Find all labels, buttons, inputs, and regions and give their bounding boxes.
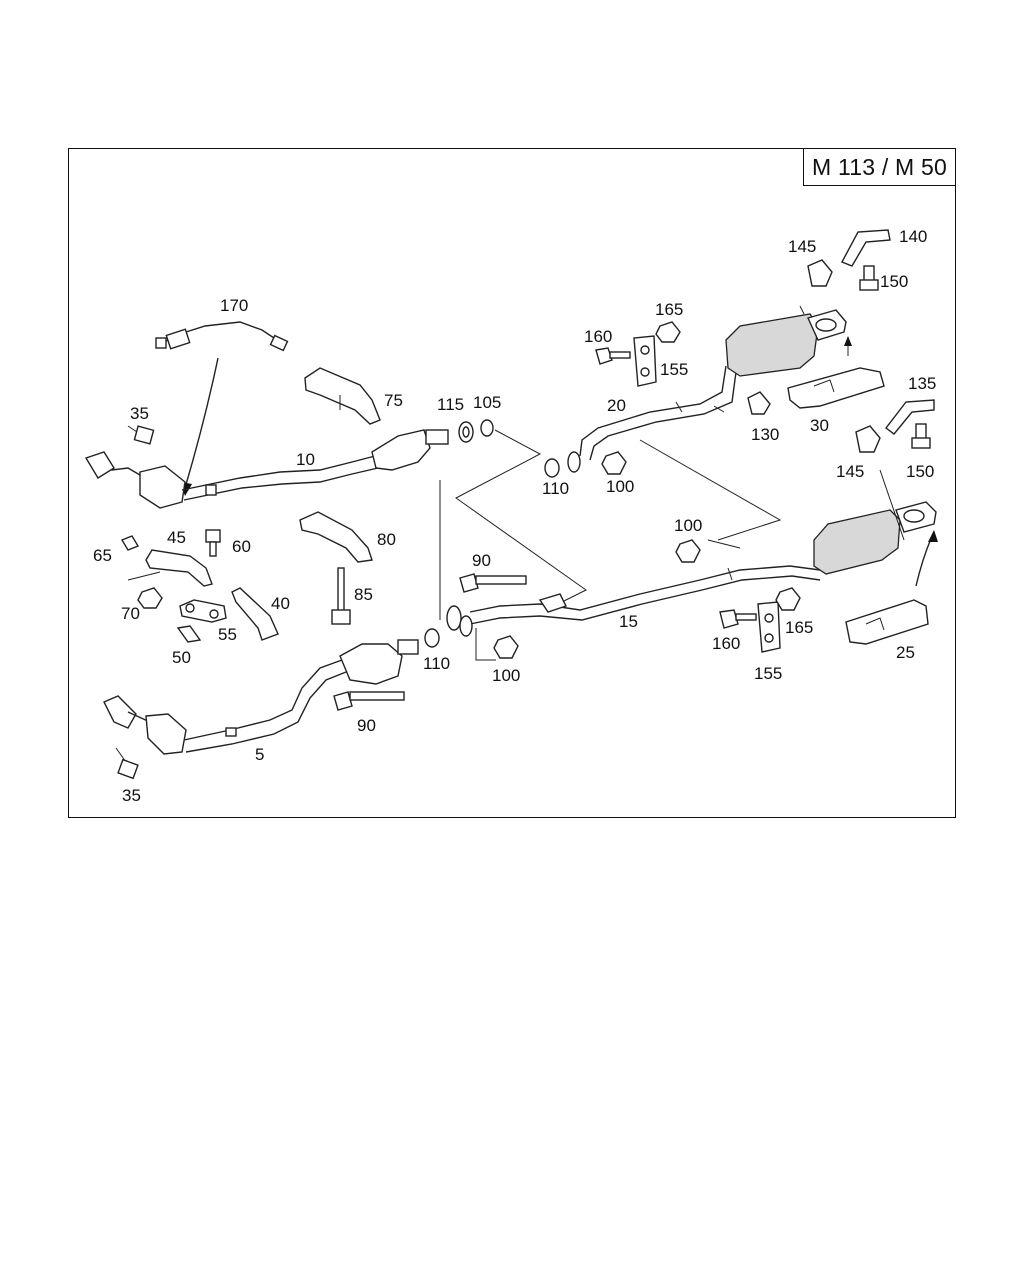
label-80: 80 [377,530,396,549]
label-20: 20 [607,396,626,415]
label-110-bottom: 110 [423,654,450,673]
heat-shield-80 [299,511,373,563]
intermediate-pipe-20 [579,365,737,461]
bolt-35-bottom [115,747,139,780]
flange-top [567,451,581,473]
hanger-155-bottom [757,601,781,653]
bolt-150-top [859,265,879,291]
bracket-140 [841,229,891,267]
label-160-top: 160 [584,327,612,346]
label-35-bottom: 35 [122,786,141,805]
nut-100-bottom [475,628,519,661]
label-135: 135 [908,374,936,393]
rubber-mount-145-bottom [855,425,881,453]
tail-trim-25 [845,530,938,645]
label-30: 30 [810,416,829,435]
label-5: 5 [255,745,264,764]
nut-70 [127,571,163,609]
label-145-bottom: 145 [836,462,864,481]
muffler-bottom [813,469,937,575]
label-50: 50 [172,648,191,667]
clip-50 [176,625,202,643]
label-140: 140 [899,227,927,246]
label-90-lower: 90 [357,716,376,735]
nut-165-bottom [775,587,801,611]
label-145-top: 145 [788,237,816,256]
bolt-90-lower [333,691,405,711]
label-105: 105 [473,393,501,412]
label-45: 45 [167,528,186,547]
nut-100-mid [675,539,701,563]
hanger-155-top [633,335,657,387]
label-160-bottom: 160 [712,634,740,653]
label-110-top: 110 [542,479,569,498]
label-40: 40 [271,594,290,613]
label-155-bottom: 155 [754,664,782,683]
label-155-top: 155 [660,360,688,379]
label-100-top: 100 [606,477,634,496]
diagram-frame [68,148,956,818]
bracket-135 [885,399,935,435]
label-170: 170 [220,296,248,315]
label-25: 25 [896,643,915,662]
flange-bottom [446,605,473,637]
nut-165-top [655,321,681,343]
label-165-bottom: 165 [785,618,813,637]
seal-ring-105 [480,419,494,437]
label-150-bottom: 150 [906,462,934,481]
bolt-90-upper [459,573,527,593]
label-130: 130 [751,425,779,444]
label-90-upper: 90 [472,551,491,570]
rubber-mount-145-top [807,259,833,287]
label-165-top: 165 [655,300,683,319]
nut-100-top [601,451,627,475]
bolt-150-bottom [911,423,931,449]
label-15: 15 [619,612,638,631]
bolt-160-bottom [719,609,757,629]
label-55: 55 [218,625,237,644]
ring-110-bottom [424,628,440,648]
stud-bolt-85 [331,567,351,625]
seal-ring-115 [458,421,474,443]
heat-shield-75 [304,367,381,425]
label-85: 85 [354,585,373,604]
bracket-40 [231,587,279,641]
label-100-mid: 100 [674,516,702,535]
bolt-60 [205,529,221,557]
muffler-top [725,305,847,377]
clamp-130 [747,391,771,415]
label-10: 10 [296,450,315,469]
clamp-55 [179,599,227,623]
bracket-45 [145,549,213,587]
model-label: M 113 / M 50 [812,153,947,180]
clip-65 [120,535,140,551]
bolt-160-top [595,347,631,365]
front-pipe-10 [84,429,449,509]
front-pipe-5 [103,639,419,755]
intermediate-pipe-15 [469,539,821,625]
label-35-top: 35 [130,404,149,423]
model-label-box: M 113 / M 50 [803,148,956,186]
oxygen-sensor-170 [155,321,289,496]
label-115: 115 [437,395,464,414]
label-150-top: 150 [880,272,908,291]
ring-110-top [544,458,560,478]
label-65: 65 [93,546,112,565]
label-70: 70 [121,604,140,623]
label-75: 75 [384,391,403,410]
tail-trim-30 [787,336,885,409]
label-60: 60 [232,537,251,556]
bolt-35-top [127,425,155,445]
label-100-bottom: 100 [492,666,520,685]
